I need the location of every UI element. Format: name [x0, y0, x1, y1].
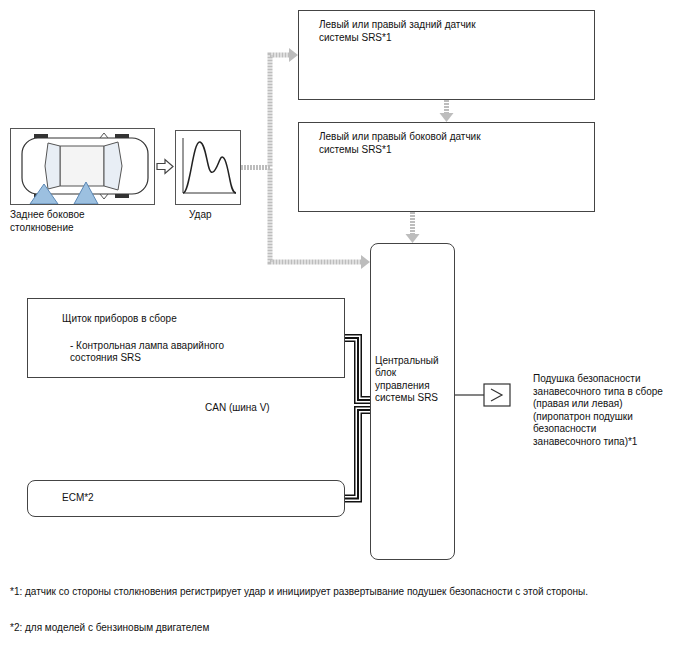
- signal-arrow: [440, 100, 454, 122]
- arrow-head: [361, 255, 370, 269]
- node-text: Заднее боковое столкновение: [10, 209, 105, 234]
- footnote: *1: датчик со стороны столкновения регис…: [10, 586, 680, 599]
- airbag-connector: [455, 384, 510, 406]
- graph-node: Удар: [175, 130, 245, 222]
- bus-inner: [345, 338, 370, 400]
- dotted-line: [410, 212, 415, 235]
- bus-gap: [345, 338, 370, 400]
- node-text: Центральный блок управления системы SRS: [375, 355, 445, 405]
- hollow-arrow: [157, 160, 173, 174]
- bus-outer: [345, 338, 370, 400]
- can-bus-line: [345, 410, 370, 499]
- control-unit-box: Центральный блок управления системы SRS: [370, 243, 455, 560]
- dotted-line: [241, 55, 290, 168]
- flow-arrow: [157, 160, 173, 174]
- ecm-box: ECM*2: [27, 480, 345, 517]
- node-subtext: - Контрольная лампа аварийного состояния…: [70, 340, 230, 365]
- arrow-head: [289, 48, 298, 62]
- cluster-box: Щиток приборов в сборе - Контрольная ламп…: [27, 298, 345, 378]
- arrow-head: [406, 234, 420, 243]
- signal-arrow: [241, 48, 298, 168]
- can-bus-line: [345, 338, 370, 400]
- frame: [10, 128, 155, 205]
- bus-label: CAN (шина V): [203, 402, 272, 415]
- illustration-node: Заднее боковое столкновение: [10, 128, 160, 234]
- node-text: Щиток приборов в сборе: [62, 313, 338, 326]
- arrow-head: [440, 113, 454, 122]
- impact-graph: [183, 138, 236, 193]
- node-text: Левый или правый боковой датчик системы …: [319, 131, 499, 156]
- bus-outer: [345, 410, 370, 499]
- sensor-box: Левый или правый задний датчик системы S…: [298, 10, 595, 100]
- node-text: Удар: [189, 209, 245, 222]
- frame: [175, 130, 241, 205]
- bus-inner: [345, 410, 370, 499]
- node-text: ECM*2: [62, 492, 94, 505]
- footnote: *2: для моделей с бензиновым двигателем: [10, 622, 680, 635]
- dotted-line: [444, 100, 449, 114]
- sensor-box: Левый или правый боковой датчик системы …: [298, 122, 595, 212]
- bus-gap: [345, 410, 370, 499]
- node-text: Левый или правый задний датчик системы S…: [319, 19, 499, 44]
- signal-arrow: [406, 212, 420, 243]
- part-label: Подушка безопасности занавесочного типа …: [533, 373, 663, 448]
- car-illustration: [22, 133, 148, 204]
